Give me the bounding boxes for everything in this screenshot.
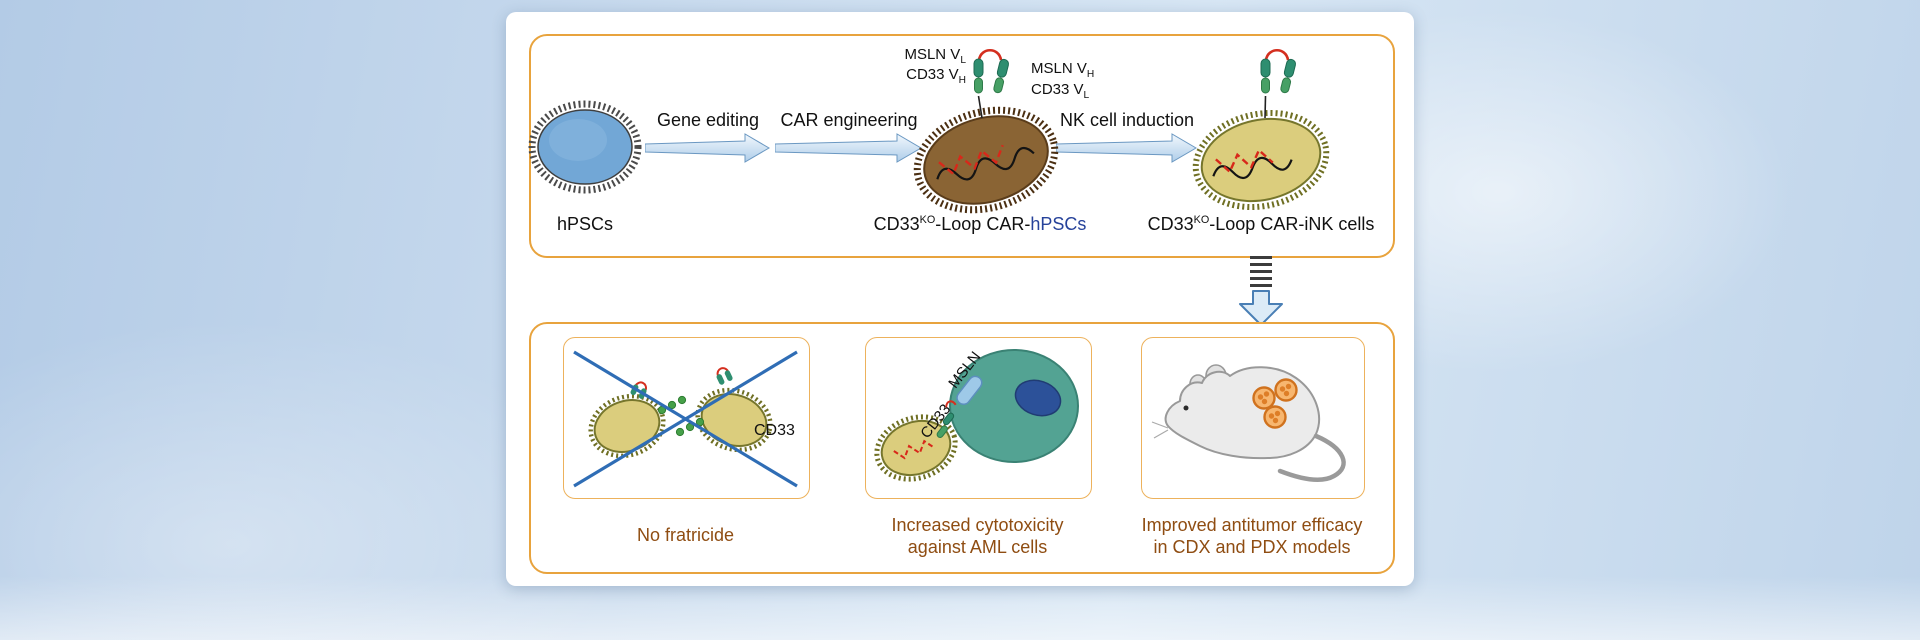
hpsc-cell-svg bbox=[528, 100, 642, 194]
loop-car-construct-icon bbox=[1260, 48, 1297, 94]
no-fratricide-panel: CD33 bbox=[563, 337, 810, 499]
construct-label-cd33-vl: CD33 VL bbox=[1031, 81, 1141, 101]
caption-cytotoxicity: Increased cytotoxicity against AML cells bbox=[865, 514, 1090, 558]
loop-car-construct-icon bbox=[973, 48, 1010, 94]
msln-antigen-icon bbox=[956, 375, 983, 406]
cross-mark-icon bbox=[573, 350, 798, 488]
car-hpsc-label-cell: hPSCs bbox=[1030, 214, 1087, 234]
cytotoxicity-art bbox=[874, 349, 1079, 482]
car-ink-cell-icon bbox=[1183, 42, 1348, 222]
construct-label-msln-vh-text: MSLN V bbox=[1031, 60, 1087, 77]
caption-antitumor: Improved antitumor efficacy in CDX and P… bbox=[1141, 514, 1363, 558]
caption-no-fratricide: No fratricide bbox=[636, 525, 735, 545]
caption-antitumor-line2: in CDX and PDX models bbox=[1153, 537, 1351, 557]
cytotoxicity-panel: MSLN CD33 bbox=[865, 337, 1092, 499]
mouse-art bbox=[1151, 364, 1346, 483]
down-arrow-icon bbox=[1238, 290, 1284, 326]
construct-label-cd33-vh-text: CD33 V bbox=[906, 66, 959, 83]
construct-label-cd33-vl-sub: L bbox=[1083, 90, 1090, 101]
hpsc-cell-icon bbox=[523, 95, 647, 199]
car-engineering-arrow-icon bbox=[774, 131, 923, 165]
car-hpsc-label-sup: KO bbox=[919, 214, 936, 226]
car-hpsc-cell-icon bbox=[900, 38, 1090, 223]
construct-label-cd33-vh: CD33 VH bbox=[870, 66, 966, 86]
car-ink-label-base: CD33 bbox=[1147, 214, 1194, 234]
caption-cytotoxicity-line1: Increased cytotoxicity bbox=[891, 515, 1064, 535]
construct-label-msln-vh-sub: H bbox=[1086, 69, 1095, 80]
mini-car-right-icon bbox=[716, 367, 733, 385]
car-ink-label: CD33KO-Loop CAR-iNK cells bbox=[1121, 214, 1401, 235]
step-label-nk-induction: NK cell induction bbox=[1059, 110, 1195, 130]
car-ink-label-sup: KO bbox=[1193, 214, 1210, 226]
cd33-beads-icon bbox=[657, 395, 705, 437]
construct-label-msln-vl-sub: L bbox=[960, 55, 966, 66]
caption-antitumor-line1: Improved antitumor efficacy bbox=[1141, 515, 1363, 535]
construct-label-cd33-vl-text: CD33 V bbox=[1031, 81, 1084, 98]
tumor-cell-icon bbox=[949, 349, 1079, 463]
mouse-icon bbox=[1151, 364, 1346, 483]
tumor-nucleus-icon bbox=[1014, 379, 1062, 417]
cd33-label: CD33 bbox=[754, 422, 795, 439]
gene-editing-arrow-icon bbox=[644, 131, 771, 165]
mini-car-synapse-icon bbox=[936, 400, 957, 438]
construct-label-msln-vh: MSLN VH bbox=[1031, 60, 1141, 80]
step-label-car-engineering: CAR engineering bbox=[780, 110, 918, 130]
car-ink-label-mid: -Loop CAR-iNK cells bbox=[1209, 214, 1375, 234]
car-hpsc-label-base: CD33 bbox=[873, 214, 920, 234]
hpsc-label: hPSCs bbox=[556, 214, 614, 234]
car-hpsc-label: CD33KO-Loop CAR-hPSCs bbox=[850, 214, 1110, 235]
construct-label-msln-vl: MSLN VL bbox=[870, 46, 966, 66]
nk-effector-cell-icon bbox=[874, 414, 958, 482]
car-hpsc-label-mid: -Loop CAR- bbox=[935, 214, 1031, 234]
caption-cytotoxicity-line2: against AML cells bbox=[907, 537, 1048, 557]
connector-ribbon-icon bbox=[1250, 256, 1272, 290]
construct-label-msln-vl-text: MSLN V bbox=[904, 46, 961, 63]
step-label-gene-editing: Gene editing bbox=[656, 110, 760, 130]
mouse-panel bbox=[1141, 337, 1365, 499]
nk-induction-arrow-icon bbox=[1055, 131, 1198, 165]
construct-label-cd33-vh-sub: H bbox=[958, 75, 966, 86]
no-fratricide-art bbox=[573, 350, 798, 488]
tumor-foci-icon bbox=[1252, 378, 1298, 429]
